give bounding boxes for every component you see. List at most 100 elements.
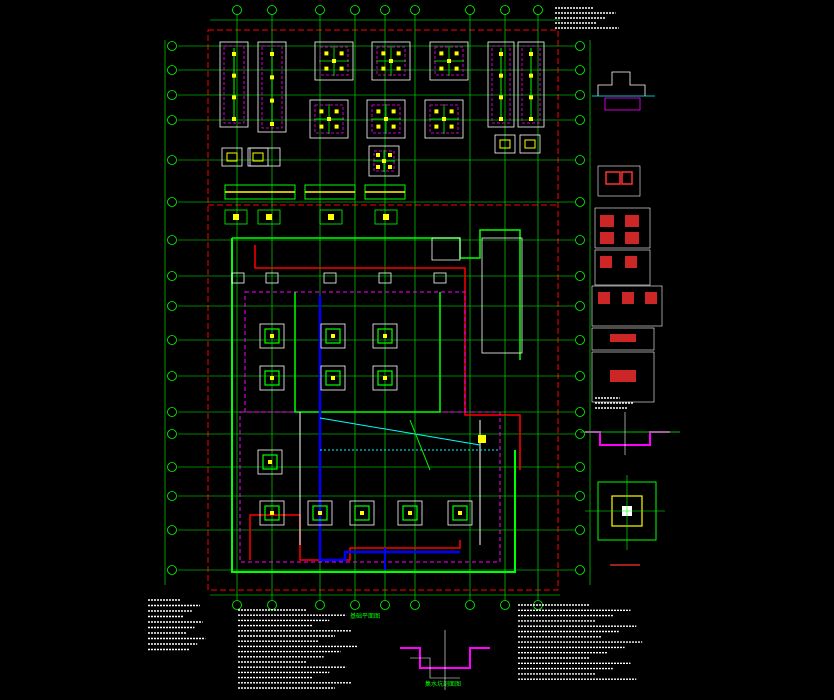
pile-cross-icon [383,214,389,220]
pile-cross-icon [391,124,396,129]
circle-bubble-icon [350,600,360,610]
footing-square-icon [517,41,545,128]
circle-bubble-icon [575,90,585,100]
pile-cross-icon [391,109,396,114]
detail-section [622,292,634,304]
detail-box [594,249,651,286]
pile-cross-icon [376,165,380,169]
pile-cross-icon [381,51,386,56]
slope-line [319,417,481,446]
pile-cap-schedule [219,41,545,225]
circle-bubble-icon [232,5,242,15]
footing-square-icon [307,500,333,526]
footing-square-icon [372,323,398,349]
circle-bubble-icon [575,371,585,381]
pile-cross-icon [388,165,392,169]
detail-outline [604,97,641,111]
detail-section [610,370,636,382]
circle-bubble-icon [575,462,585,472]
pile-cross-icon [376,153,380,157]
pile-cross-icon [331,376,335,380]
pile-cross-icon [434,109,439,114]
pile-cross-icon [319,124,324,129]
circle-bubble-icon [410,600,420,610]
circle-bubble-icon [167,565,177,575]
footing-square-icon [433,272,447,284]
detail-box [591,327,655,351]
footing-square-icon [366,99,406,139]
circle-bubble-icon [167,525,177,535]
detail-box [597,165,641,197]
detail-section [625,232,639,244]
pile-cross-icon [270,122,274,126]
footing-square-icon [259,323,285,349]
pile-cross-icon [478,435,486,443]
pile-cross-icon [232,73,236,78]
pile-cross-icon [360,511,364,515]
pile-cap-outline [377,328,393,344]
pile-cross-icon [529,95,533,100]
footing-square-icon [224,209,248,225]
inner-wall [294,292,441,413]
water-pipe [318,295,460,562]
pile-cap-outline [261,45,283,129]
circle-bubble-icon [315,5,325,15]
pile-cross-icon [268,460,272,464]
pile-cross-icon [529,73,533,78]
circle-bubble-icon [575,301,585,311]
footing-square-icon [265,272,279,284]
pile-cross-icon [389,59,393,63]
footing-square-icon [257,449,283,475]
pile-cap-outline [491,45,511,124]
pile-cross-icon [449,124,454,129]
pile-cross-icon [252,152,264,162]
pile-cap-outline [262,454,278,470]
footing-square-icon [259,365,285,391]
detail-section [605,171,621,185]
pile-cross-icon [408,511,412,515]
footing-square-icon [429,41,469,81]
pile-cross-icon [266,214,272,220]
pile-cross-icon [396,51,401,56]
pile-cross-icon [334,124,339,129]
footing-square-icon [320,365,346,391]
circle-bubble-icon [410,5,420,15]
pile-cross-icon [529,117,533,121]
pile-cross-icon [319,109,324,114]
ramp-outline [431,237,461,261]
pile-cap-outline [223,45,245,124]
pile-cross-icon [499,117,503,121]
pile-cross-icon [232,117,236,121]
circle-bubble-icon [267,5,277,15]
detail-section [600,215,614,227]
sheet-border [207,29,559,591]
circle-bubble-icon [167,429,177,439]
pile-cross-icon [270,98,274,103]
pile-cross-icon [270,75,274,80]
pile-cap-outline [402,505,418,521]
circle-bubble-icon [500,5,510,15]
pile-cross-icon [454,51,459,56]
footing-square-icon [219,41,249,128]
detail-box [591,285,663,327]
footing-square-icon [309,99,349,139]
pile-cross-icon [331,334,335,338]
pile-cross-icon [381,66,386,71]
circle-bubble-icon [575,65,585,75]
circle-bubble-icon [167,155,177,165]
circle-bubble-icon [315,600,325,610]
pile-cap-outline [452,505,468,521]
circle-bubble-icon [533,5,543,15]
pile-cross-icon [232,52,236,56]
pile-cross-icon [324,66,329,71]
pile-cross-icon [499,95,503,100]
pile-cross-icon [376,124,381,129]
circle-bubble-icon [575,525,585,535]
footing-square-icon [221,147,243,167]
footing-square-icon [494,134,516,154]
pile-cross-icon [388,153,392,157]
circle-bubble-icon [500,600,510,610]
footing-square-icon [231,272,245,284]
